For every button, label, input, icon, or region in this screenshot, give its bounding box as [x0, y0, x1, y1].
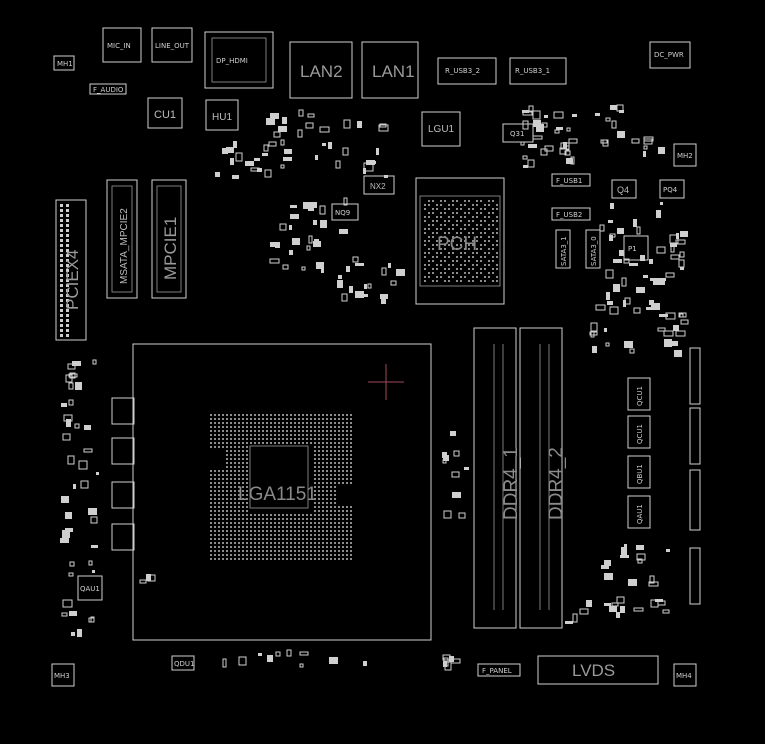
inductors-left: [111, 397, 135, 551]
nx2-label: NX2: [370, 182, 386, 191]
connector-dc-pwr[interactable]: DC_PWR: [649, 41, 691, 69]
qau1l-label: QAU1: [80, 585, 100, 593]
qcu1-label: QCU1: [636, 386, 644, 406]
slot-mpcie1[interactable]: MPCIE1: [151, 179, 187, 299]
ddr1-label: DDR4_1: [501, 447, 522, 520]
mounting-hole-mh2[interactable]: MH2: [673, 143, 697, 167]
dp-hdmi-label: DP_HDMI: [216, 57, 248, 65]
mounting-hole-mh1[interactable]: MH1: [53, 55, 75, 71]
f-usb1-label: F_USB1: [556, 177, 582, 185]
line-out-label: LINE_OUT: [155, 42, 190, 50]
connector-r-usb3-2[interactable]: R_USB3_2: [437, 57, 497, 85]
header-f-panel[interactable]: F_PANEL: [477, 663, 521, 677]
chip-hu1[interactable]: HU1: [205, 99, 239, 131]
chip-lgu1[interactable]: LGU1: [421, 111, 461, 147]
sata0-label: SATA3_0: [590, 236, 598, 266]
slot-msata-mpcie2[interactable]: MSATA_MPCIE2: [106, 179, 138, 299]
q31-label: Q31: [510, 130, 524, 138]
lga-pad-field: [210, 414, 352, 560]
pch-ball-grid: [424, 200, 498, 282]
part-pq4[interactable]: PQ4: [659, 179, 685, 199]
mosfet-qcu1-top[interactable]: QCU1: [627, 377, 651, 411]
nq9-label: NQ9: [335, 209, 350, 217]
chip-qau1[interactable]: QAU1: [77, 575, 103, 601]
q4-label: Q4: [617, 185, 629, 195]
usb3-1-label: R_USB3_1: [515, 67, 550, 75]
lan1-label: LAN1: [372, 62, 415, 81]
dc-pwr-label: DC_PWR: [654, 51, 684, 59]
svg-text:P1: P1: [628, 245, 637, 253]
cu1-label: CU1: [154, 109, 176, 121]
connector-line-out[interactable]: LINE_OUT: [151, 27, 193, 63]
lga-label: LGA1151: [238, 484, 317, 505]
smd-components: [60, 104, 689, 671]
sata1-label: SATA3_1: [560, 236, 568, 266]
part-q4[interactable]: Q4: [611, 179, 637, 199]
mh2-label: MH2: [677, 152, 693, 160]
lan2-label: LAN2: [300, 62, 343, 81]
connector-sata3-0[interactable]: SATA3_0: [585, 229, 601, 269]
connector-lan2[interactable]: LAN2: [289, 41, 353, 99]
part-nq9[interactable]: NQ9: [331, 203, 359, 221]
mh3-label: MH3: [54, 672, 70, 680]
chip-cu1[interactable]: CU1: [147, 97, 183, 129]
pciex4-label: PCIEX4: [63, 250, 82, 310]
mh4-label: MH4: [676, 672, 692, 680]
f-audio-label: F_AUDIO: [93, 86, 124, 94]
qdu1-label: QDU1: [174, 660, 194, 668]
connector-lan1[interactable]: LAN1: [361, 41, 419, 99]
chip-pch[interactable]: PCH: [415, 177, 505, 305]
f-usb2-label: F_USB2: [556, 211, 582, 219]
f-panel-label: F_PANEL: [482, 667, 512, 675]
qbu1-label: QBU1: [636, 464, 644, 484]
chip-p1[interactable]: P1: [623, 235, 649, 261]
connector-lvds[interactable]: LVDS: [537, 655, 659, 685]
ddr2-label: DDR4_2: [546, 447, 567, 520]
slot-pciex4[interactable]: PCIEX4: [55, 199, 87, 341]
dimm-slot-ddr4-1[interactable]: DDR4_1: [473, 327, 522, 629]
dimm-slot-ddr4-2[interactable]: DDR4_2: [519, 327, 567, 629]
mounting-hole-mh4[interactable]: MH4: [673, 663, 697, 687]
pq4-label: PQ4: [663, 186, 678, 194]
chip-qdu1[interactable]: QDU1: [171, 655, 195, 671]
mh1-label: MH1: [57, 60, 73, 68]
header-f-audio[interactable]: F_AUDIO: [89, 83, 127, 95]
mosfet-qbu1[interactable]: QBU1: [627, 455, 651, 489]
connector-mic-in[interactable]: MIC_IN: [102, 27, 142, 63]
pch-label: PCH: [437, 234, 477, 255]
connector-r-usb3-1[interactable]: R_USB3_1: [509, 57, 567, 85]
part-q31[interactable]: Q31: [502, 123, 534, 143]
qcu1b-label: QCU1: [636, 424, 644, 444]
usb3-2-label: R_USB3_2: [445, 67, 480, 75]
lgu1-label: LGU1: [428, 124, 455, 135]
mosfet-qau1[interactable]: QAU1: [627, 495, 651, 529]
header-f-usb2[interactable]: F_USB2: [551, 207, 591, 221]
lvds-label: LVDS: [572, 661, 615, 680]
header-f-usb1[interactable]: F_USB1: [551, 173, 591, 187]
connector-dp-hdmi[interactable]: DP_HDMI: [204, 31, 274, 89]
pcie-pin-rows: [60, 204, 69, 337]
connector-sata3-1[interactable]: SATA3_1: [555, 229, 571, 269]
part-nx2[interactable]: NX2: [363, 175, 395, 195]
cpu-socket-lga1151[interactable]: LGA1151: [132, 343, 432, 641]
msata-label: MSATA_MPCIE2: [119, 208, 130, 284]
mic-in-label: MIC_IN: [107, 42, 131, 50]
qau1-label: QAU1: [636, 504, 644, 524]
mpcie1-label: MPCIE1: [161, 217, 180, 280]
mounting-hole-mh3[interactable]: MH3: [51, 663, 75, 687]
hu1-label: HU1: [212, 112, 232, 123]
mosfet-qcu1[interactable]: QCU1: [627, 415, 651, 449]
connector-vertical-right[interactable]: [689, 347, 701, 605]
